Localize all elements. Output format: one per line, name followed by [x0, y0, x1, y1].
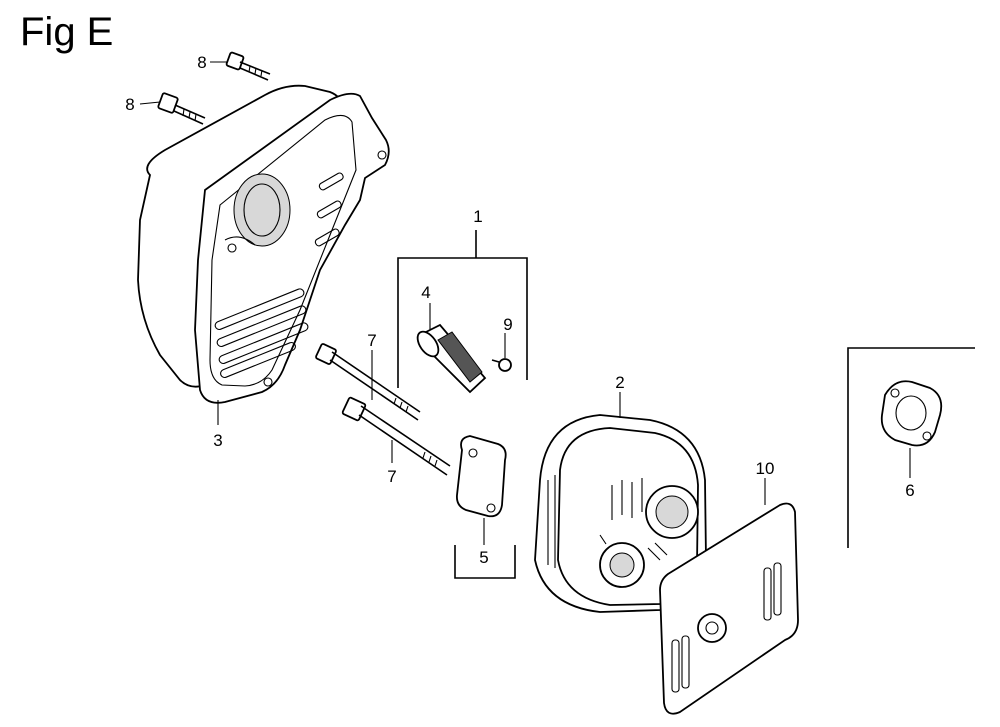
muffler-part — [534, 414, 707, 613]
tapping-screw-part — [491, 358, 512, 372]
callout-7-lower: 7 — [387, 467, 396, 486]
spark-arrester-part — [416, 323, 487, 394]
callout-9: 9 — [503, 315, 512, 334]
callout-10: 10 — [756, 459, 775, 478]
arrester-gasket-part — [456, 435, 507, 518]
flange-bolt-lower-part — [157, 92, 206, 125]
flange-bolt-upper-part — [225, 51, 271, 81]
callout-2: 2 — [615, 373, 624, 392]
callout-1: 1 — [473, 207, 482, 226]
callout-6: 6 — [905, 481, 914, 500]
group-1-bracket — [397, 230, 528, 579]
exhaust-gasket-inset — [847, 347, 975, 548]
callout-7-upper: 7 — [367, 331, 376, 350]
callout-3: 3 — [213, 431, 222, 450]
muffler-protector-part — [137, 84, 390, 404]
callout-8-upper: 8 — [197, 53, 206, 72]
callout-8-lower: 8 — [125, 95, 134, 114]
exhaust-plate-part — [659, 502, 799, 715]
callout-5: 5 — [479, 548, 488, 567]
flange-bolt-long-upper-part — [315, 343, 421, 421]
leader-lines — [139, 61, 911, 545]
flange-bolt-long-lower-part — [341, 396, 451, 476]
figure-title: Fig E — [20, 10, 114, 54]
callout-4: 4 — [421, 283, 430, 302]
